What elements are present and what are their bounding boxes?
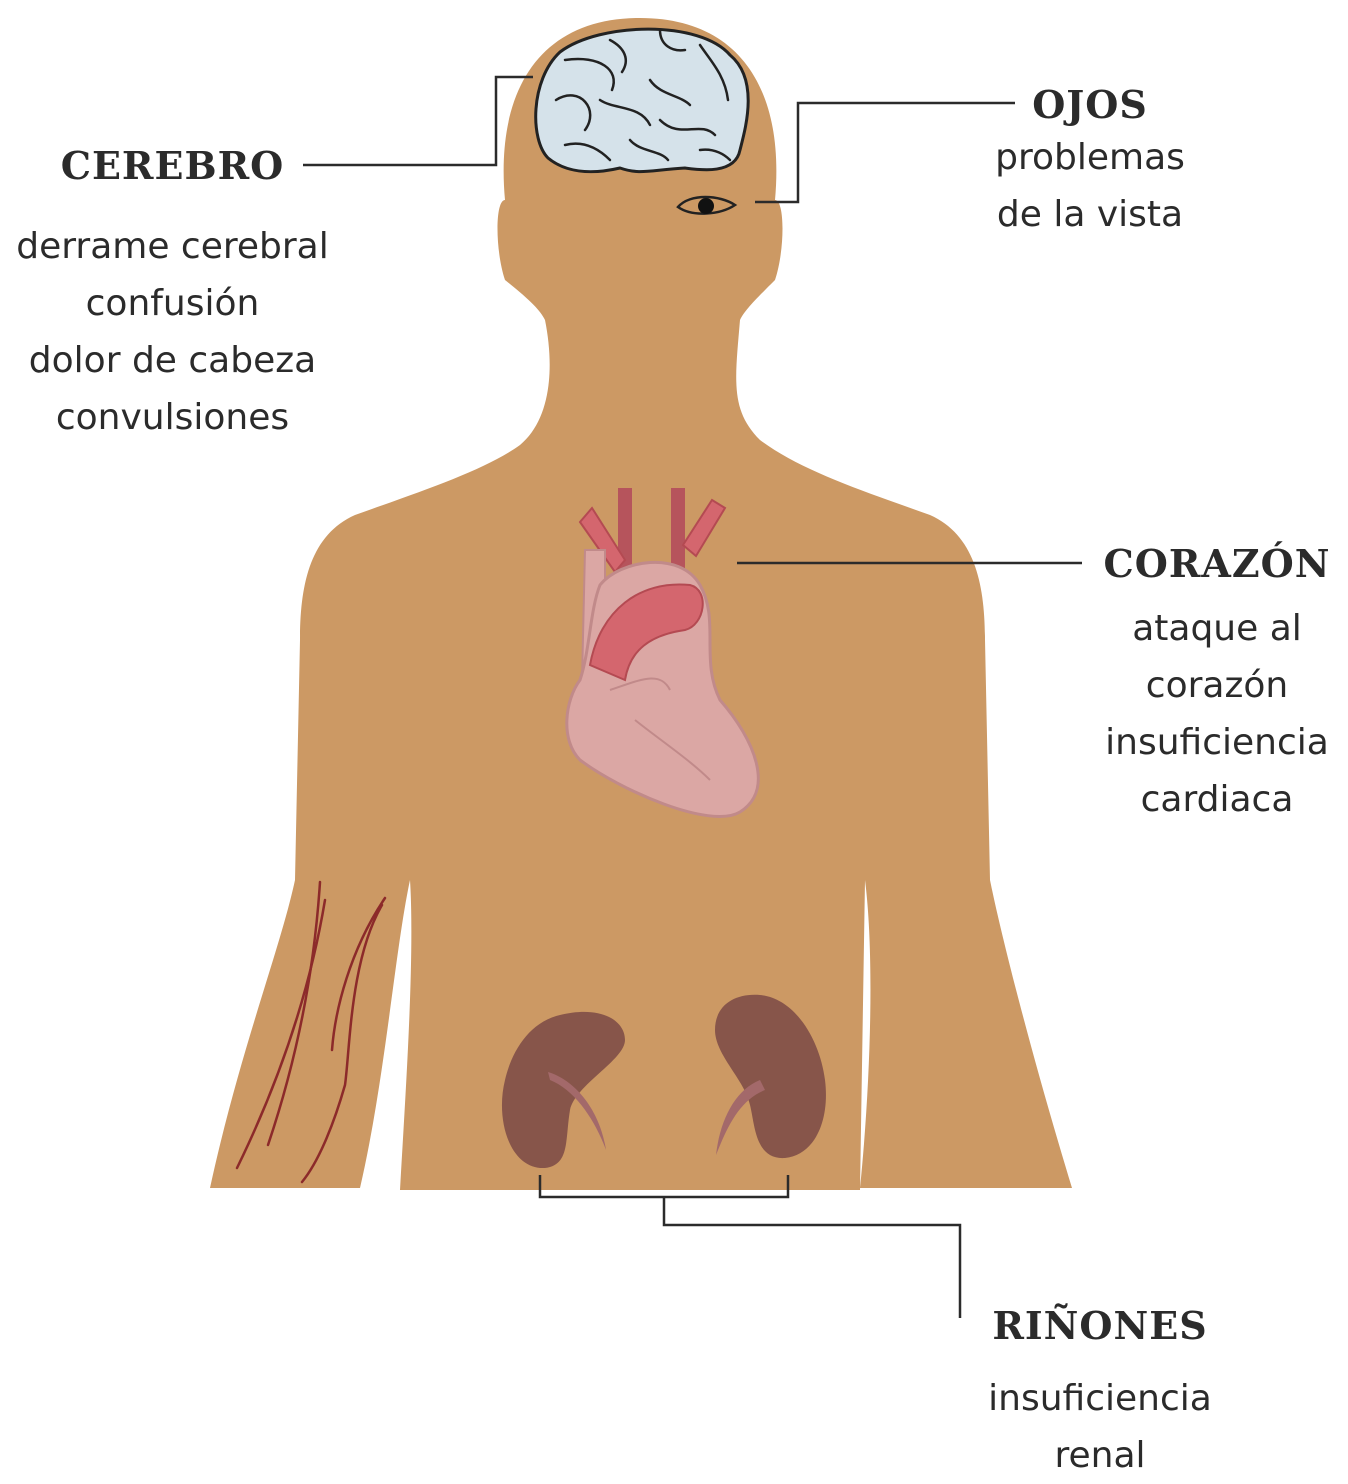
brain-effect-2: confusión xyxy=(0,275,345,332)
heart-title: CORAZÓN xyxy=(1092,541,1342,586)
kidneys-label: RIÑONES insuficiencia renal xyxy=(980,1303,1220,1484)
heart-label: CORAZÓN ataque al corazón insuficiencia … xyxy=(1092,541,1342,828)
brain-title: CEREBRO xyxy=(0,143,345,188)
brain-label: CEREBRO derrame cerebral confusión dolor… xyxy=(0,143,345,446)
heart-effect-2: corazón xyxy=(1092,657,1342,714)
eyes-title: OJOS xyxy=(990,82,1190,127)
eyes-effect-2: de la vista xyxy=(990,186,1190,243)
kidneys-title: RIÑONES xyxy=(980,1303,1220,1348)
kidneys-effect-2: renal xyxy=(980,1427,1220,1484)
kidneys-effect-1: insuficiencia xyxy=(980,1370,1220,1427)
eyes-label: OJOS problemas de la vista xyxy=(990,82,1190,243)
brain-effect-1: derrame cerebral xyxy=(0,218,345,275)
eyes-effect-1: problemas xyxy=(990,129,1190,186)
heart-effect-4: cardiaca xyxy=(1092,771,1342,828)
brain-illustration xyxy=(536,29,748,172)
eyes-leader-line xyxy=(755,103,1015,202)
kidneys-leader-line xyxy=(540,1175,960,1318)
heart-effect-1: ataque al xyxy=(1092,600,1342,657)
brain-effect-3: dolor de cabeza xyxy=(0,332,345,389)
brain-effect-4: convulsiones xyxy=(0,389,345,446)
heart-effect-3: insuficiencia xyxy=(1092,714,1342,771)
